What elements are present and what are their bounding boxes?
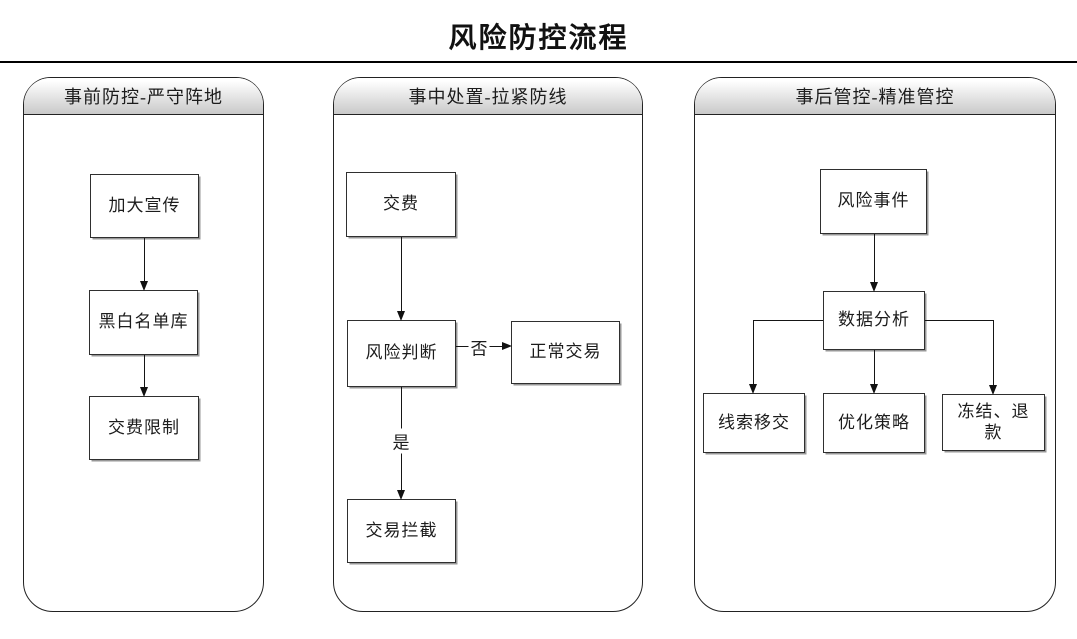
edge-label-yes: 是 <box>390 428 412 454</box>
node-data-analysis: 数据分析 <box>823 291 925 350</box>
node-increase-publicity: 加大宣传 <box>90 174 199 238</box>
arrow-line <box>753 320 755 384</box>
arrowhead-down-icon <box>396 311 405 321</box>
arrowhead-down-icon <box>869 282 878 292</box>
node-clue-transfer: 线索移交 <box>703 393 805 453</box>
arrow-line <box>874 350 876 384</box>
node-risk-judgment: 风险判断 <box>347 320 456 387</box>
arrow-line <box>144 355 146 387</box>
arrow-line <box>144 238 146 281</box>
lane-pre-event-prevention: 事前防控-严守阵地 <box>23 77 264 612</box>
node-transaction-interception: 交易拦截 <box>347 499 456 563</box>
arrowhead-down-icon <box>869 384 878 394</box>
arrowhead-down-icon <box>988 385 997 395</box>
arrow-line <box>925 320 993 322</box>
node-payment: 交费 <box>346 172 456 237</box>
arrowhead-down-icon <box>748 384 757 394</box>
lane-header-post-event: 事后管控-精准管控 <box>695 78 1055 115</box>
lane-header-pre-event: 事前防控-严守阵地 <box>24 78 263 115</box>
arrow-line <box>874 234 876 282</box>
node-risk-event: 风险事件 <box>820 169 927 234</box>
node-normal-transaction: 正常交易 <box>511 321 620 384</box>
arrowhead-down-icon <box>139 387 148 397</box>
arrowhead-down-icon <box>396 490 405 500</box>
node-blacklist-whitelist-db: 黑白名单库 <box>89 290 198 355</box>
node-strategy-optimization: 优化策略 <box>823 393 925 453</box>
lane-header-in-event: 事中处置-拉紧防线 <box>334 78 642 115</box>
arrow-line <box>401 237 403 311</box>
arrow-line <box>993 320 995 385</box>
node-payment-limit: 交费限制 <box>89 396 199 460</box>
diagram-title: 风险防控流程 <box>448 23 629 54</box>
node-freeze-refund: 冻结、退款 <box>942 394 1045 451</box>
arrowhead-down-icon <box>139 281 148 291</box>
title-underline <box>0 61 1077 63</box>
arrow-line <box>753 320 823 322</box>
arrowhead-right-icon <box>502 341 512 350</box>
edge-label-no: 否 <box>468 334 490 360</box>
